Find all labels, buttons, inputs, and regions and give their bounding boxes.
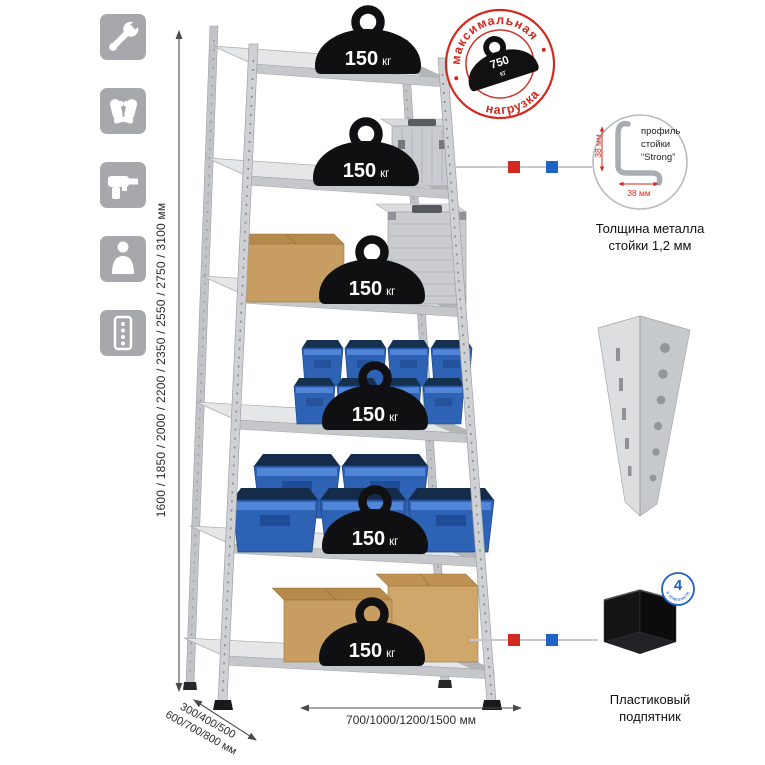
profile-label-line2: стойки xyxy=(641,138,671,150)
profile-caption-line1: Толщина металла xyxy=(595,221,705,236)
drill-icon xyxy=(100,162,146,208)
height-dimension-label: 1600 / 1850 / 2000 / 2200 / 2350 / 2550 … xyxy=(154,202,168,518)
svg-text:4: 4 xyxy=(674,577,683,594)
profile-dim-horizontal: 38 мм xyxy=(627,188,651,198)
svg-text:750: 750 xyxy=(489,54,511,71)
plastic-foot-image: 4 в комплекте xyxy=(603,572,695,654)
profile-labels: профиль стойки “Strong” xyxy=(641,126,689,164)
person-icon xyxy=(100,236,146,282)
profile-cross-section xyxy=(615,120,663,186)
foot-caption-line1: Пластиковый xyxy=(609,692,691,707)
profile-dim-vertical: 38 мм xyxy=(593,134,603,158)
included-count-badge: 4 в комплекте xyxy=(661,572,695,606)
svg-text:кг: кг xyxy=(498,68,507,79)
max-load-stamp: максимальная нагрузка 750 кг xyxy=(438,0,556,124)
wrench-icon xyxy=(100,14,146,60)
shelving-rack xyxy=(183,25,502,710)
profile-caption: Толщина металла стойки 1,2 мм xyxy=(570,221,730,255)
foot-caption-line2: подпятник xyxy=(619,708,681,724)
profile-caption-line2: стойки 1,2 мм xyxy=(608,237,692,253)
gloves-icon xyxy=(100,88,146,134)
depth-dimension-line xyxy=(193,699,257,741)
profile-label-line1: профиль xyxy=(641,126,681,137)
marker-blue-top xyxy=(546,161,558,173)
width-dimension-label: 700/1000/1200/1500 мм xyxy=(346,713,476,727)
detail-connectors xyxy=(452,161,598,646)
marker-red-top xyxy=(508,161,520,173)
corner-post-image xyxy=(597,315,691,517)
cardboard-box-shelf3 xyxy=(239,233,345,303)
stamp-weight-icon xyxy=(468,36,539,92)
post-icon xyxy=(100,310,146,356)
profile-label-line3: “Strong” xyxy=(641,151,676,163)
marker-red-bottom xyxy=(508,634,520,646)
post-profile-detail xyxy=(592,114,688,210)
dimension-lines xyxy=(175,30,522,741)
foot-caption: Пластиковый подпятник xyxy=(570,692,730,726)
marker-blue-bottom xyxy=(546,634,558,646)
